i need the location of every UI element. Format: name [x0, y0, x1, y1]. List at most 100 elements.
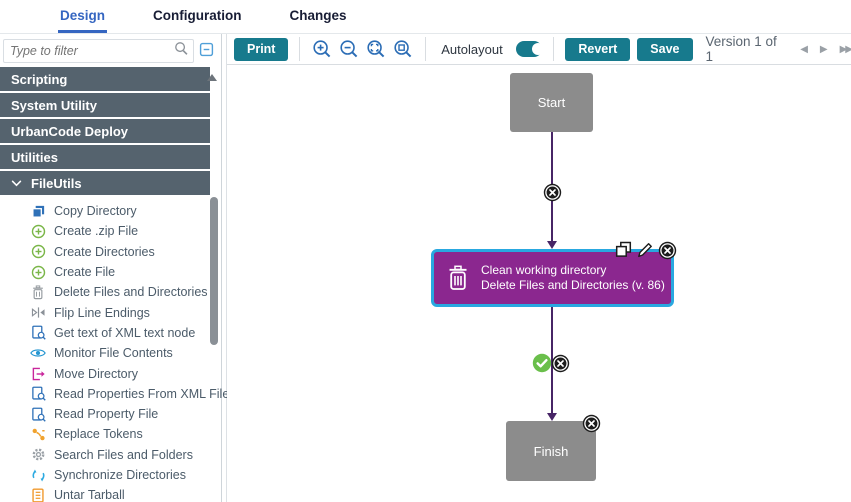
- archive-icon: [30, 487, 46, 502]
- category-utilities[interactable]: Utilities: [0, 145, 210, 169]
- step-actions: [615, 241, 677, 260]
- palette-item-create-zip-file[interactable]: Create .zip File: [0, 221, 210, 241]
- move-icon: [30, 366, 46, 382]
- process-diagram[interactable]: Start Clean working directory Delete Fil…: [227, 65, 851, 502]
- tab-configuration[interactable]: Configuration: [153, 8, 242, 23]
- doc-search-icon: [30, 325, 46, 341]
- sync-icon: [30, 467, 46, 483]
- plus-circle-icon: [30, 223, 46, 239]
- category-label: UrbanCode Deploy: [11, 123, 129, 139]
- palette-item-label: Synchronize Directories: [54, 468, 186, 482]
- doc-search-icon: [30, 386, 46, 402]
- gear-icon: [30, 447, 46, 463]
- start-node[interactable]: Start: [510, 73, 593, 132]
- finish-node[interactable]: Finish: [506, 421, 596, 481]
- toolbar-separator: [425, 37, 427, 61]
- palette-item-untar-tarball[interactable]: Untar Tarball: [0, 485, 210, 502]
- copy-icon: [30, 203, 46, 219]
- scrollbar-thumb[interactable]: [210, 197, 218, 345]
- palette-item-get-text-of-xml-text-node[interactable]: Get text of XML text node: [0, 323, 210, 343]
- success-condition-icon[interactable]: [532, 353, 552, 378]
- palette-item-label: Create .zip File: [54, 224, 139, 239]
- next-version-icon[interactable]: ▶: [819, 43, 828, 55]
- category-label: Scripting: [11, 71, 68, 87]
- palette-item-create-directories[interactable]: Create Directories: [0, 242, 210, 262]
- zoom-out-icon[interactable]: [338, 38, 360, 60]
- revert-button[interactable]: Revert: [565, 37, 631, 61]
- zoom-fit-icon[interactable]: [365, 38, 387, 60]
- palette-item-synchronize-directories[interactable]: Synchronize Directories: [0, 465, 210, 485]
- autolayout-toggle[interactable]: [515, 41, 544, 57]
- palette-item-replace-tokens[interactable]: Replace Tokens: [0, 424, 210, 444]
- palette-item-label: Replace Tokens: [54, 427, 143, 442]
- palette-item-create-file[interactable]: Create File: [0, 262, 210, 282]
- category-system-utility[interactable]: System Utility: [0, 93, 210, 117]
- connector-arrowhead: [547, 241, 557, 249]
- category-urbancode-deploy[interactable]: UrbanCode Deploy: [0, 119, 210, 143]
- palette-item-monitor-file-contents[interactable]: Monitor File Contents: [0, 343, 210, 363]
- step-subtitle: Delete Files and Directories (v. 86): [481, 278, 665, 292]
- toggle-knob: [531, 43, 544, 55]
- category-label: System Utility: [11, 97, 97, 113]
- trash-icon: [447, 265, 469, 292]
- remove-finish-icon[interactable]: [582, 414, 601, 438]
- zoom-in-icon[interactable]: [311, 38, 333, 60]
- toolbar-separator: [553, 37, 555, 61]
- palette-item-label: Monitor File Contents: [54, 346, 173, 361]
- filter-input[interactable]: [10, 44, 174, 58]
- category-scripting[interactable]: Scripting: [0, 67, 210, 91]
- main-tabbar: Design Configuration Changes: [0, 0, 851, 33]
- scrollbar-up-arrow-icon[interactable]: [207, 74, 217, 81]
- edit-step-icon[interactable]: [636, 241, 654, 259]
- previous-version-icon[interactable]: ◀: [800, 43, 808, 55]
- palette-item-label: Search Files and Folders: [54, 447, 193, 462]
- zoom-actual-icon[interactable]: [392, 38, 414, 60]
- remove-connection-icon[interactable]: [551, 354, 570, 378]
- tab-changes[interactable]: Changes: [289, 8, 347, 23]
- palette-item-copy-directory[interactable]: Copy Directory: [0, 201, 210, 221]
- version-nav: ◀ ▶ ▶▶: [800, 44, 851, 55]
- palette-item-label: Read Property File: [54, 407, 159, 422]
- save-button[interactable]: Save: [637, 37, 693, 61]
- palette-item-label: Copy Directory: [54, 204, 137, 219]
- collapse-all-button[interactable]: [198, 41, 215, 61]
- tokens-icon: [30, 426, 46, 442]
- palette-item-read-properties-from-xml-file[interactable]: Read Properties From XML File: [0, 384, 229, 404]
- palette-item-label: Read Properties From XML File: [54, 386, 230, 401]
- filter-row: [0, 34, 221, 67]
- palette-item-label: Untar Tarball: [54, 488, 125, 502]
- trash-icon: [30, 284, 46, 300]
- latest-version-icon[interactable]: ▶▶: [839, 43, 851, 55]
- palette-item-delete-files-and-directories[interactable]: Delete Files and Directories: [0, 282, 210, 302]
- tab-design[interactable]: Design: [58, 0, 108, 33]
- print-button[interactable]: Print: [234, 37, 289, 61]
- plus-circle-icon: [30, 244, 46, 260]
- delete-step-icon[interactable]: [658, 241, 677, 260]
- process-canvas: Print Autolayout Revert: [226, 34, 851, 502]
- doc-search-icon: [30, 406, 46, 422]
- canvas-toolbar: Print Autolayout Revert: [227, 34, 851, 65]
- palette-item-move-directory[interactable]: Move Directory: [0, 363, 210, 383]
- palette-item-label: Flip Line Endings: [54, 305, 150, 320]
- plus-circle-icon: [30, 264, 46, 280]
- sidebar-scrollbar[interactable]: [207, 70, 219, 502]
- copy-step-icon[interactable]: [615, 241, 632, 258]
- category-fileutils[interactable]: FileUtils: [0, 171, 210, 195]
- autolayout-label: Autolayout: [441, 41, 503, 57]
- palette-item-flip-line-endings[interactable]: Flip Line Endings: [0, 302, 210, 322]
- version-label: Version 1 of 1: [705, 34, 777, 64]
- connector-step-to-finish: [551, 307, 553, 415]
- step-node-clean-working-directory[interactable]: Clean working directory Delete Files and…: [431, 249, 674, 307]
- palette-item-label: Create File: [54, 265, 116, 280]
- palette-item-search-files-and-folders[interactable]: Search Files and Folders: [0, 445, 210, 465]
- flip-icon: [30, 305, 46, 321]
- search-icon: [174, 41, 189, 61]
- palette-item-read-property-file[interactable]: Read Property File: [0, 404, 210, 424]
- category-label: Utilities: [11, 149, 58, 165]
- palette-item-label: Delete Files and Directories: [54, 285, 208, 300]
- remove-connection-icon[interactable]: [543, 183, 562, 207]
- step-title: Clean working directory: [481, 263, 607, 277]
- palette-item-label: Move Directory: [54, 366, 139, 381]
